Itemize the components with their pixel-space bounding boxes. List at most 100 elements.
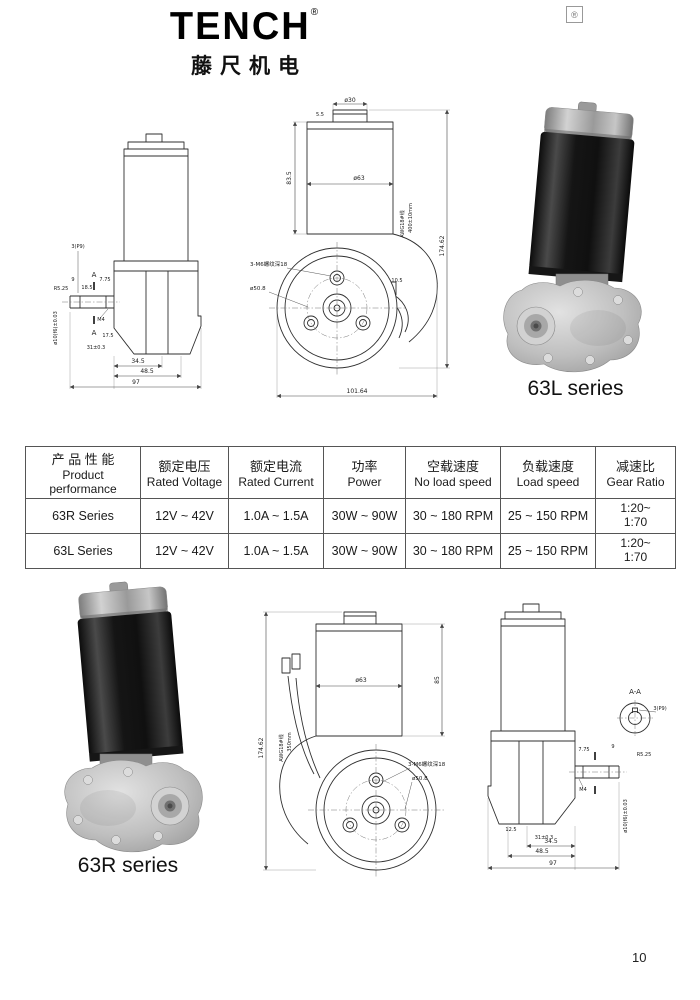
dimension-label: 3-M6螺纹深18 bbox=[250, 260, 288, 268]
table-cell: 1:20~ 1:70 bbox=[595, 498, 676, 534]
dimension-label: 174.62 bbox=[439, 235, 446, 256]
page-number: 10 bbox=[632, 950, 647, 965]
table-row: 63R Series 12V ~ 42V 1.0A ~ 1.5A 30W ~ 9… bbox=[25, 498, 676, 534]
gearbox-bolts bbox=[543, 287, 633, 365]
dimension-label: ø30 bbox=[344, 97, 355, 104]
motor-photo-63r-svg bbox=[64, 581, 203, 853]
dimension-label: 3(P9) bbox=[71, 244, 84, 250]
motor-outline bbox=[487, 603, 651, 825]
dimension-label: 17.5 bbox=[102, 333, 113, 339]
motor-photo-63r: 63R series bbox=[28, 581, 228, 878]
brand-logo: TENCH® 藤尺机电 bbox=[150, 5, 340, 80]
dimension-label: R5.25 bbox=[54, 286, 69, 292]
table-cell: 30 ~ 180 RPM bbox=[405, 498, 501, 534]
dimension-label: A bbox=[92, 271, 97, 279]
corner-registered-mark: ® bbox=[566, 6, 583, 23]
dimension-label: ø63 bbox=[353, 175, 364, 182]
table-cell: 12V ~ 42V bbox=[140, 498, 229, 534]
dimension-label: ø63 bbox=[355, 677, 366, 684]
photo-caption-63l: 63L series bbox=[527, 377, 624, 400]
dimension-label: 34.5 bbox=[544, 838, 558, 845]
dimension-label: AWG18#线 bbox=[399, 210, 406, 238]
dimension-label: 350mm bbox=[287, 732, 293, 751]
dimension-label: ø50.8 bbox=[250, 286, 266, 292]
table-cell: 25 ~ 150 RPM bbox=[500, 498, 596, 534]
dimension-label: ø50.8 bbox=[412, 776, 428, 782]
table-row: 63L Series 12V ~ 42V 1.0A ~ 1.5A 30W ~ 9… bbox=[25, 533, 676, 569]
dimension-label: 101.64 bbox=[347, 388, 368, 395]
dimension-label: 10.5 bbox=[391, 278, 402, 284]
gearbox-housing bbox=[64, 753, 203, 853]
table-cell: 12V ~ 42V bbox=[140, 533, 229, 569]
gearbox-housing bbox=[503, 273, 642, 373]
motor-body bbox=[77, 581, 184, 762]
dimension-label: 9 bbox=[71, 277, 74, 283]
dimension-label: 34.5 bbox=[131, 358, 145, 365]
table-cell: 30W ~ 90W bbox=[323, 498, 406, 534]
dimension-label: M4 bbox=[97, 317, 105, 323]
table-cell: 63R Series bbox=[25, 498, 141, 534]
motor-outline bbox=[279, 611, 437, 871]
dimension-label: 83.5 bbox=[286, 171, 293, 185]
dimension-label: 9 bbox=[611, 744, 614, 750]
dimension-label: A-A bbox=[629, 688, 641, 696]
dimension-label: 400±10mm bbox=[408, 203, 414, 233]
dimension-label: 48.5 bbox=[140, 368, 154, 375]
dimension-label: 18.5 bbox=[81, 285, 92, 291]
dimension-label: 3-M6螺纹深18 bbox=[408, 760, 446, 768]
table-cell: 1.0A ~ 1.5A bbox=[228, 533, 324, 569]
dimension-label: 5.5 bbox=[316, 112, 324, 118]
dimension-label: 7.75 bbox=[99, 277, 110, 283]
dimension-label: 12.5 bbox=[505, 827, 516, 833]
motor-outline bbox=[276, 109, 438, 369]
table-cell: 63L Series bbox=[25, 533, 141, 569]
dimension-lines bbox=[276, 101, 450, 399]
dimension-label: R5.25 bbox=[637, 752, 652, 758]
dimension-label: 97 bbox=[132, 379, 140, 386]
dimension-label: 31±0.3 bbox=[535, 835, 554, 841]
motor-photo-63l: 63L series bbox=[478, 101, 673, 401]
dimension-lines bbox=[487, 782, 620, 871]
dimension-lines bbox=[263, 611, 445, 871]
table-cell: 1:20~ 1:70 bbox=[595, 533, 676, 569]
dimension-label: ø10(f6)±0.03 bbox=[623, 799, 629, 833]
dimension-label: M4 bbox=[579, 787, 587, 793]
table-cell: 25 ~ 150 RPM bbox=[500, 533, 596, 569]
table-cell: 30 ~ 180 RPM bbox=[405, 533, 501, 569]
dimension-label: A bbox=[92, 329, 97, 337]
dimension-label: 7.75 bbox=[578, 747, 589, 753]
table-cell: 1.0A ~ 1.5A bbox=[228, 498, 324, 534]
registered-mark: ® bbox=[310, 6, 321, 18]
dimension-label: AWG18#线 bbox=[278, 734, 285, 762]
dimension-label: 97 bbox=[549, 860, 557, 867]
dimension-label: 85 bbox=[434, 676, 441, 684]
dimension-lines bbox=[69, 312, 202, 390]
brand-logo-text: TENCH® bbox=[169, 5, 321, 49]
brand-subtitle: 藤尺机电 bbox=[191, 55, 307, 78]
motor-photo-63l-svg bbox=[503, 101, 642, 373]
gearbox-bolts bbox=[73, 767, 163, 845]
dimension-label: 31±0.3 bbox=[87, 345, 106, 351]
dimension-label: 48.5 bbox=[535, 848, 549, 855]
dimension-label: 174.62 bbox=[258, 737, 265, 758]
motor-outline bbox=[69, 133, 202, 355]
side-view-left-svg: A A 3(P9) ø10(f6)±0.03 9R5.25 7.75 18.5M4 17.5 3… bbox=[53, 133, 202, 390]
dimension-label: 3(P9) bbox=[653, 706, 666, 712]
dimension-label: ø10(f6)±0.03 bbox=[53, 311, 59, 345]
